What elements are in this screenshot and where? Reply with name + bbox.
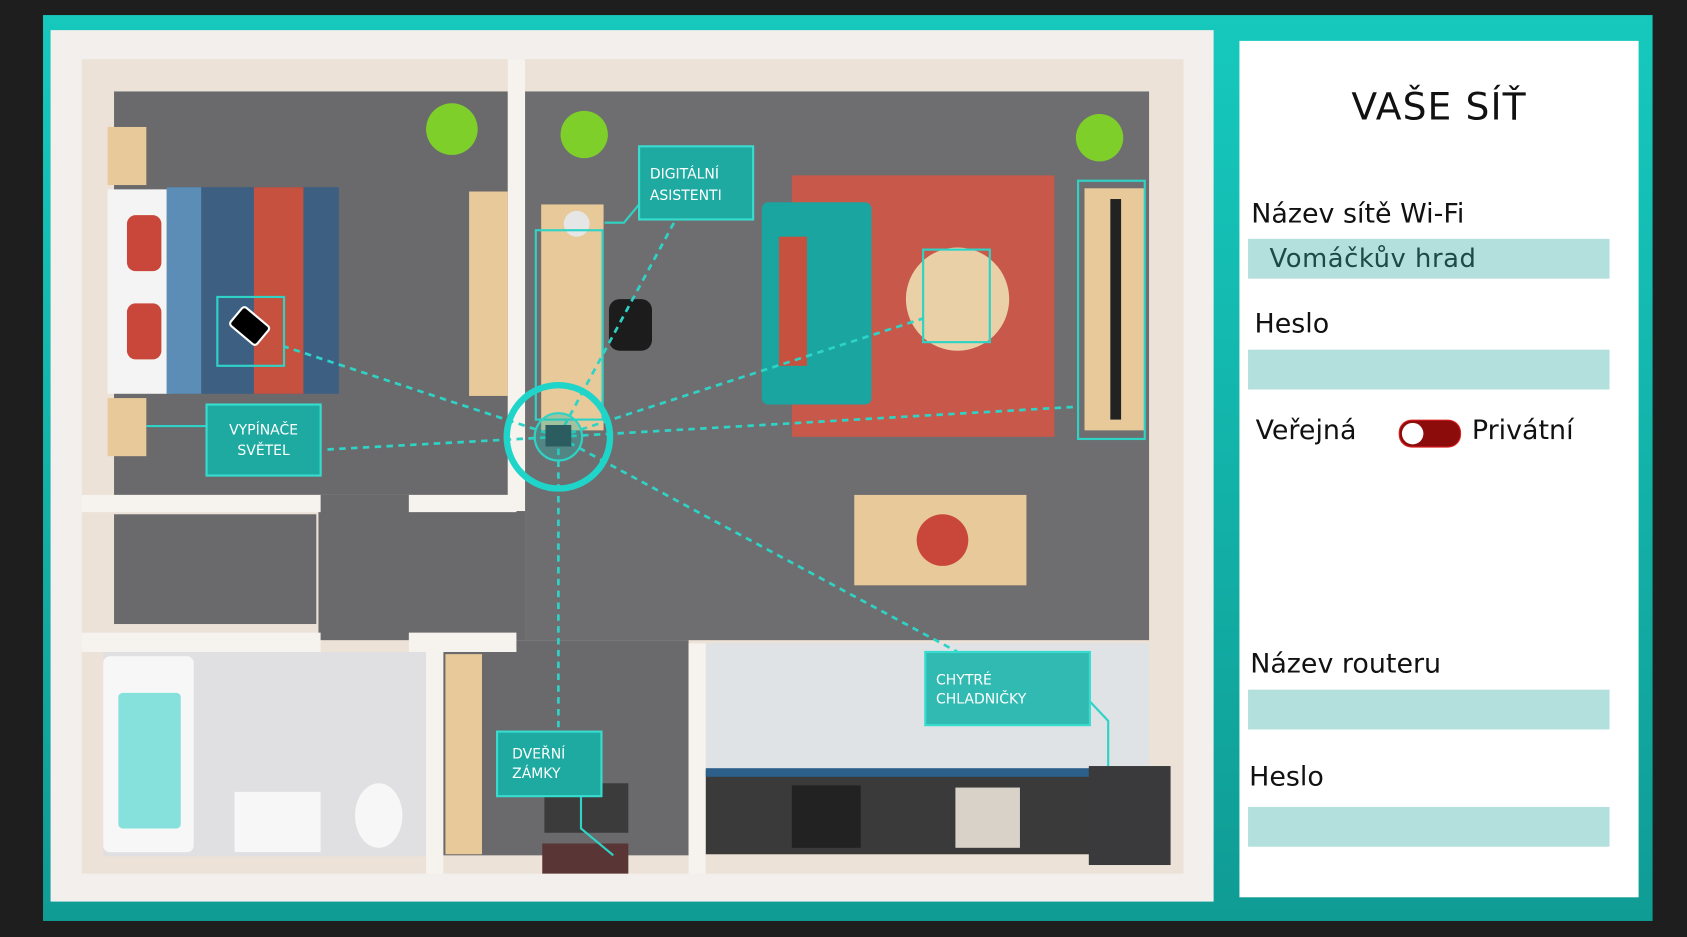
wifi-name-input[interactable]: Vomáčkův hrad [1248,238,1610,279]
router-password-label: Heslo [1249,760,1324,792]
wall [688,643,706,874]
coffee-table [905,247,1010,351]
sink [234,791,321,853]
cushions [778,236,807,366]
router-ring [503,381,614,492]
wifi-password-label: Heslo [1254,307,1330,339]
smart-speaker-icon [563,210,590,237]
blanket-stripe [166,187,202,394]
cabinet [445,654,483,855]
wardrobe [469,191,508,396]
label-smart-fridges[interactable]: CHYTRÉ CHLADNIČKY [924,650,1091,727]
highlight-box [922,248,991,344]
public-label: Veřejná [1255,414,1357,446]
label-text: CHLADNIČKY [936,690,1027,708]
label-connectors [146,203,1110,857]
kitchen-sink [955,787,1020,848]
label-text: DIGITÁLNÍ [650,166,719,183]
highlight-box [1076,179,1146,441]
counter-edge [705,768,1094,777]
toggle-knob [1401,422,1424,445]
sofa [761,202,872,405]
label-text: ASISTENTI [650,188,722,204]
label-text: ZÁMKY [512,765,561,782]
label-text: CHYTRÉ [936,671,992,688]
label-text: VYPÍNAČE [229,421,298,439]
wifi-password-input[interactable] [1248,349,1610,390]
kitchen-counter [705,770,1094,855]
network-settings-panel: VAŠE SÍŤ Název sítě Wi-Fi Vomáčkův hrad … [1239,40,1639,898]
wall [408,632,517,652]
chair [608,299,652,351]
pillow [126,303,162,360]
wall [81,494,321,513]
tv [1110,199,1122,420]
highlight-box [216,295,286,367]
label-door-locks[interactable]: DVEŘNÍ ZÁMKY [495,730,603,798]
stove [791,785,861,848]
wall [408,494,517,513]
desk [541,204,604,431]
wall [81,632,321,652]
fridge [1088,766,1171,866]
nightstand [107,398,147,457]
label-text: SVĚTEL [237,442,290,459]
plant-icon [560,110,608,159]
plant-icon [1075,114,1124,162]
vase [916,514,969,566]
hall-floor-2 [318,494,526,641]
router-password-input[interactable] [1248,806,1610,847]
router-icon [545,424,572,447]
nightstand [107,126,147,186]
label-text: DVEŘNÍ [512,746,565,763]
network-type-toggle[interactable] [1398,419,1462,448]
blanket-stripe [253,187,304,394]
hall-floor [114,514,317,625]
connection-lines [283,218,1079,732]
highlight-box [534,229,604,421]
entrance-rug [542,843,629,874]
plant-icon [426,103,478,155]
router-name-input[interactable] [1248,689,1610,730]
panel-title: VAŠE SÍŤ [1351,86,1527,130]
pillow [126,215,162,272]
private-label: Privátní [1471,414,1574,446]
bathtub-water [118,692,181,829]
label-digital-assistants[interactable]: DIGITÁLNÍ ASISTENTI [638,145,755,221]
phone-icon [229,306,271,346]
label-light-switches[interactable]: VYPÍNAČE SVĚTEL [205,403,322,477]
wall [426,651,444,874]
wifi-name-label: Název sítě Wi-Fi [1251,197,1465,230]
toilet [355,783,403,848]
router-name-label: Název routeru [1250,647,1442,679]
